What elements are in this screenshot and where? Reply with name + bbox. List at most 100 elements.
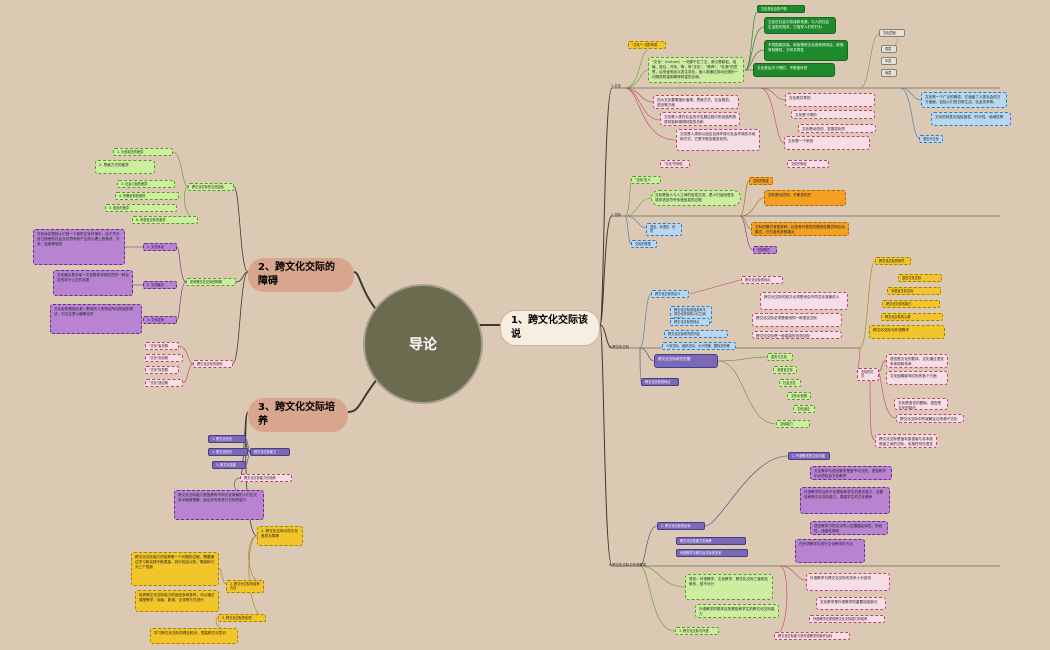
culture-property-label[interactable]: "文化"的特性 [660,160,690,169]
train-blue-2[interactable]: 2. 跨文化知识 [208,448,248,457]
ic-pink-3[interactable]: 文化是语言的基础，语言受文化的制约 [894,398,948,410]
barrier-culture-shock[interactable]: 1. 文化休克 [143,243,177,252]
culture-dark-2[interactable]: 不同国家民族、种族等的文化各有其特征，即具有特殊性，又有共同性 [764,40,848,61]
ic-scope-4[interactable]: 文化价值观 [787,392,811,401]
barrier-pink-2[interactable]: "文化"危机期 [145,354,183,363]
ic-pink-4[interactable]: 跨文化交际中的误解往往来源于文化差异 [896,414,964,423]
comm-model-note[interactable]: 交际的模式有很多种，比较有代表性的是线性模式和互动模式，它们各有其侧重点 [751,222,849,236]
culture-definition[interactable]: "文化"（culture）一词源于拉丁文，原义是耕耘、培植、居住、开化、等，有"… [648,57,744,83]
ic-pink-1[interactable]: 语言是文化的载体，文化通过语言来体现和传承 [886,354,948,368]
barrier-pink-3[interactable]: "文化"恢复期 [145,366,179,375]
barrier-shock-block[interactable]: 文化休克是指人们到一个新的文化环境中，由于失去自己熟悉的社会交往符号而产生的心理… [33,229,125,265]
culture-prop-3[interactable]: 文化是动态的、发展变化的 [798,124,876,133]
barrier-item-3[interactable]: 3. 社会习俗的差异 [117,180,175,189]
comm-model-label[interactable]: 交际模式 [753,246,777,255]
culture-level-surface[interactable]: 表层 [881,45,897,54]
section-intercultural[interactable]: 3.跨文化交际 [609,345,630,349]
comm-def-label[interactable]: "交际"定义 [631,176,661,185]
barrier-stereotype-block[interactable]: 文化定势是指对某一群体的人的特征所持的固定看法，它往往是以偏概全的 [50,304,142,334]
ic-head[interactable]: 跨文化交际的定义 [651,290,689,299]
teach-pink-3[interactable]: 外语教学应重视跨文化交际能力的培养 [809,615,885,624]
teach-head[interactable]: 1. 外语教学的文化内涵 [788,452,830,461]
culture-prop-head[interactable]: 文化的特征 [787,160,829,169]
barrier-pink-1[interactable]: "文化"蜜月期 [145,342,179,351]
train-yellow-head[interactable]: 1. 跨文化交际中的文化差异与障碍 [257,526,303,546]
train-pink-label[interactable]: 跨文化交际能力的培养 [240,474,292,483]
barrier-pink-4[interactable]: "文化"适应期 [145,379,183,388]
center-node[interactable]: 导论 [363,284,483,404]
culture-level-deep[interactable]: 深层 [881,69,897,78]
ic-summary[interactable]: 跨文化交际是指本族语者与非本族语者之间的交际，也指任何在语言和文化背景方面有差异… [875,434,937,448]
teach-pink-1[interactable]: 外语教学与跨文化交际的关系十分密切 [806,573,890,591]
culture-prop-1[interactable]: 文化是共享的 [785,93,875,107]
ic-research-2[interactable]: 非语言文化交际 [887,287,941,296]
ic-right-note-2[interactable]: 跨文化交际必须是使用同一种语言交际 [752,313,842,327]
ic-scope-label[interactable]: 跨文化交际研究范围 [654,354,718,368]
culture-levels-head[interactable]: 文化层面 [879,29,905,38]
ic-research-head[interactable]: 跨文化交际的研究 [875,257,911,266]
barrier-item-6[interactable]: 6. 非语言交际的差异 [132,216,198,225]
ic-item-3[interactable]: 跨文化交际研究的内容 [664,330,728,339]
ic-scope-1[interactable]: 语言与文化 [767,353,793,362]
culture-dark-head[interactable]: 文化是社会的产物 [757,5,805,14]
comm-sub-label[interactable]: 交际的类型 [631,240,657,249]
teach-purple-3[interactable]: 语言教学中的文化导入应遵循实用性、阶段性、适度性原则 [810,521,888,535]
ic-research-3[interactable]: 跨文化交际的能力 [882,300,940,309]
teach-pink-2[interactable]: 文化教学是外语教学的重要组成部分 [816,597,886,610]
culture-prop-4[interactable]: 文化是一个系统 [784,136,870,150]
ic-pink-head[interactable]: 交际的方式 [857,368,879,381]
teach-green-1[interactable]: 语言：外语教学、文化教学、跨文化交际三者相互联系，密不可分 [685,574,773,600]
culture-prop-2[interactable]: 文化是习得的 [791,110,875,119]
ic-research-5[interactable]: 跨文化交际与外语教学 [869,325,945,339]
teach-purple-2[interactable]: 外语教学的目的不仅是培养学生的语言能力，还要培养跨文化交际能力，提高学生的文化素… [800,487,890,514]
section-communication[interactable]: 2.交际 [611,213,622,217]
ic-scope-3[interactable]: 社会交往 [779,379,801,388]
culture-mid-2[interactable]: 文化是人类在社会历史发展过程中所创造的物质财富和精神财富的总和 [660,112,740,126]
comm-types[interactable]: 语言、非语言、情境 [646,223,682,236]
comm-feature-1[interactable]: 交际是动态的、不断变化的 [764,190,846,206]
train-blue-3[interactable]: 3. 跨文化技能 [212,461,246,470]
barrier-item-1[interactable]: 1. 价值观念的差异 [113,148,173,157]
ic-research-4[interactable]: 跨文化交际的心理 [881,313,943,322]
train-blue-1[interactable]: 1. 跨文化意识 [208,435,246,444]
ic-research-1[interactable]: 语言文化交际 [898,274,942,283]
branch-barriers[interactable]: 2、跨文化交际的障碍 [248,258,354,292]
culture-mid-3[interactable]: 文化是人类用以适应自然环境与社会环境的手段和方式，它是不断发展变化的。 [676,129,760,151]
teach-pink-4[interactable]: 跨文化交际能力是外语教学的最终目标 [774,632,850,641]
ic-item-2[interactable]: 跨文化交际的特点 [670,318,710,327]
culture-right-note-2[interactable]: 文化的特性包括民族性、时代性、地域性等 [931,112,1011,126]
culture-dark-1[interactable]: 文化在社会中形成和传递，与人的社会生活密切相关，它指导人们的行为 [764,17,836,34]
teach-green-2[interactable]: 外语教学的根本目的是培养学生的跨文化交际能力 [695,604,779,618]
comm-definition[interactable]: 交际是指人与人之间的信息交流，是人们运用语言或非语言符号传递信息的过程 [651,190,741,206]
barrier-item-5[interactable]: 5. 语言的差异 [105,204,177,213]
culture-language-label[interactable]: 语言与文化 [919,135,943,144]
teach-blue-1[interactable]: 2. 跨文化交际的目标 [657,522,705,531]
barrier-bias-block[interactable]: 文化偏见是对某一文化群体或其成员的一种否定的或不公正的态度 [53,270,133,296]
train-purple-block[interactable]: 跨文化交际能力是指具有不同文化背景的人们在交际中能够理解、适应并有效进行交际的能… [174,490,264,520]
barrier-stereotype[interactable]: 3. 文化定势 [143,316,177,325]
ic-scope-2[interactable]: 非语言交际 [773,366,797,375]
culture-definition-label[interactable]: "文化"一词的来源 [628,41,666,50]
branch-training[interactable]: 3、跨文化交际培养 [248,398,348,432]
barrier-culture-bias[interactable]: 2. 文化偏见 [143,281,177,290]
barrier-pink-head[interactable]: 跨文化交际的原则 [193,360,233,369]
barrier-item-2[interactable]: 2. 思维方式的差异 [95,160,155,174]
teach-blue-2[interactable]: 跨文化交际能力的培养 [676,537,746,546]
teach-purple-1[interactable]: 文化教学与语言教学是密不可分的，语言教学中必须包含文化教学 [810,466,892,480]
teach-blue-3[interactable]: 外语教学与跨文化交际的关系 [676,549,748,558]
ic-scope-6[interactable]: 交际能力 [776,420,810,429]
train-yellow-bottom[interactable]: 学习跨文化交际的理论知识，提高跨文化意识 [150,628,238,644]
barrier-mid-head[interactable]: 影响跨文化交际的障碍 [186,278,236,287]
ic-item-4[interactable]: 人际交际、组织交际、大众传播、国际交际等 [662,342,736,351]
comm-features-label[interactable]: 交际的特征 [749,177,773,186]
train-text-2[interactable]: 培养跨文化交际能力的途径多种多样，可以通过课堂教学、阅读、影视、交流等方式进行 [135,590,219,612]
ic-right-note-3[interactable]: 跨文化交际是一种直接的言语交际 [752,331,842,339]
train-head[interactable]: 跨文化交际能力 [250,448,290,457]
culture-mid-1[interactable]: 四大文化要素指价值观、思维方式、社会规范、语言等方面 [653,95,739,109]
ic-pink-2[interactable]: 文化因素影响交际的各个方面 [886,371,948,385]
ic-right-head[interactable]: 跨文化交际的特点 [741,276,783,285]
culture-right-note-1[interactable]: 文化是一个广泛的概念，它涵盖了人类社会的方方面面，包括人们的日常生活、社会关系等… [921,92,1007,108]
culture-dark-3[interactable]: 文化是后天习得的，不是遗传的 [753,63,835,77]
teach-purple-4[interactable]: 在外语教学中进行文化教学的方法 [795,539,865,563]
ic-summary-label[interactable]: 跨文化交际的特点 [641,378,679,387]
